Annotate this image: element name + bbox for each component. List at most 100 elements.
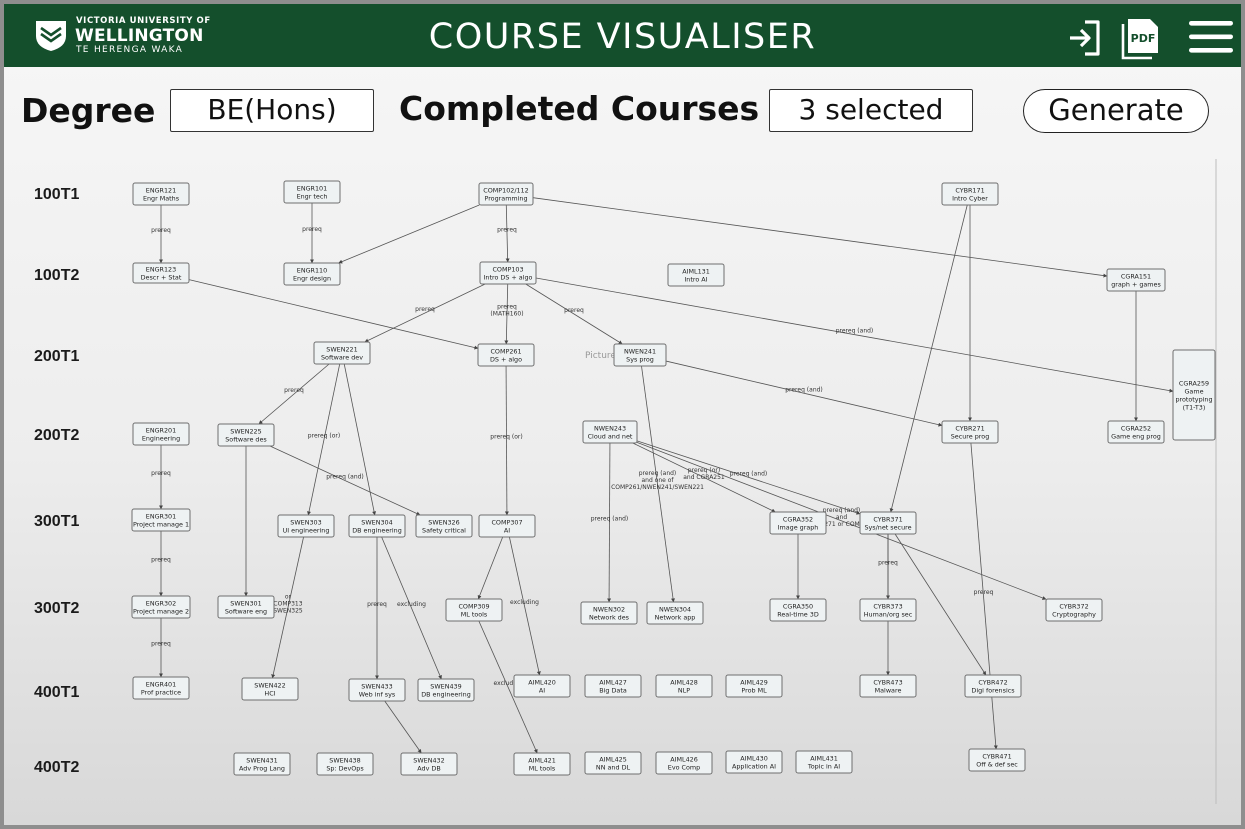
course-code: SWEN439 [430, 682, 461, 690]
course-name: Sys/net secure [864, 523, 911, 531]
course-name: Engr Maths [143, 194, 180, 202]
edge-swen221-swen304 [343, 363, 377, 516]
course-name: NN and DL [596, 763, 631, 771]
course-code: ENGR110 [297, 266, 327, 274]
edge-nwen243-cybr371 [636, 440, 861, 515]
edge-comp103-comp261 [504, 283, 509, 345]
degree-select[interactable]: BE(Hons) [170, 89, 374, 132]
course-code: SWEN326 [428, 518, 459, 526]
login-icon[interactable] [1065, 18, 1103, 58]
course-node-box [283, 262, 341, 286]
course-node-box [769, 598, 827, 622]
course-code: CGRA259 [1179, 379, 1209, 387]
course-code: CGRA350 [783, 602, 813, 610]
course-code: AIML428 [670, 678, 698, 686]
course-name: Engineering [142, 434, 180, 442]
course-code: COMP102/112 [483, 186, 528, 194]
course-node-box [1172, 349, 1216, 441]
course-name: graph + games [1111, 280, 1161, 288]
course-code: CGRA151 [1121, 272, 1151, 280]
edge-label: prereq [415, 306, 435, 313]
edge-swen433-swen432 [384, 700, 422, 754]
edge-label: prereq [151, 227, 171, 234]
course-name: Engr tech [297, 192, 328, 200]
course-code: SWEN431 [246, 756, 277, 764]
course-code: NWEN243 [594, 424, 626, 432]
course-node-box [478, 182, 534, 206]
course-code: NWEN302 [593, 605, 625, 613]
university-logo[interactable]: VICTORIA UNIVERSITY OF WELLINGTON TE HER… [34, 16, 210, 56]
pdf-icon[interactable]: PDF [1119, 18, 1161, 60]
edge-label: prereq (and) [785, 386, 823, 393]
course-node-box [217, 595, 275, 619]
course-name: DS + algo [490, 355, 522, 363]
course-node-box [477, 343, 535, 367]
controls-bar: Degree BE(Hons) Completed Courses 3 sele… [4, 67, 1241, 147]
course-code: AIML426 [670, 755, 698, 763]
edge-comp102-cgra151 [532, 197, 1108, 278]
course-code: AIML429 [740, 678, 768, 686]
course-name: Safety critical [422, 526, 466, 534]
menu-icon[interactable] [1187, 18, 1235, 56]
generate-button[interactable]: Generate [1023, 89, 1209, 133]
course-name: AI [504, 526, 510, 534]
course-node-box [479, 261, 537, 285]
edge-label: COMP261/NWEN241/SWEN221 [611, 484, 704, 491]
completed-courses-select[interactable]: 3 selected [769, 89, 973, 132]
course-code: CYBR271 [955, 424, 984, 432]
course-code: CYBR471 [982, 752, 1011, 760]
